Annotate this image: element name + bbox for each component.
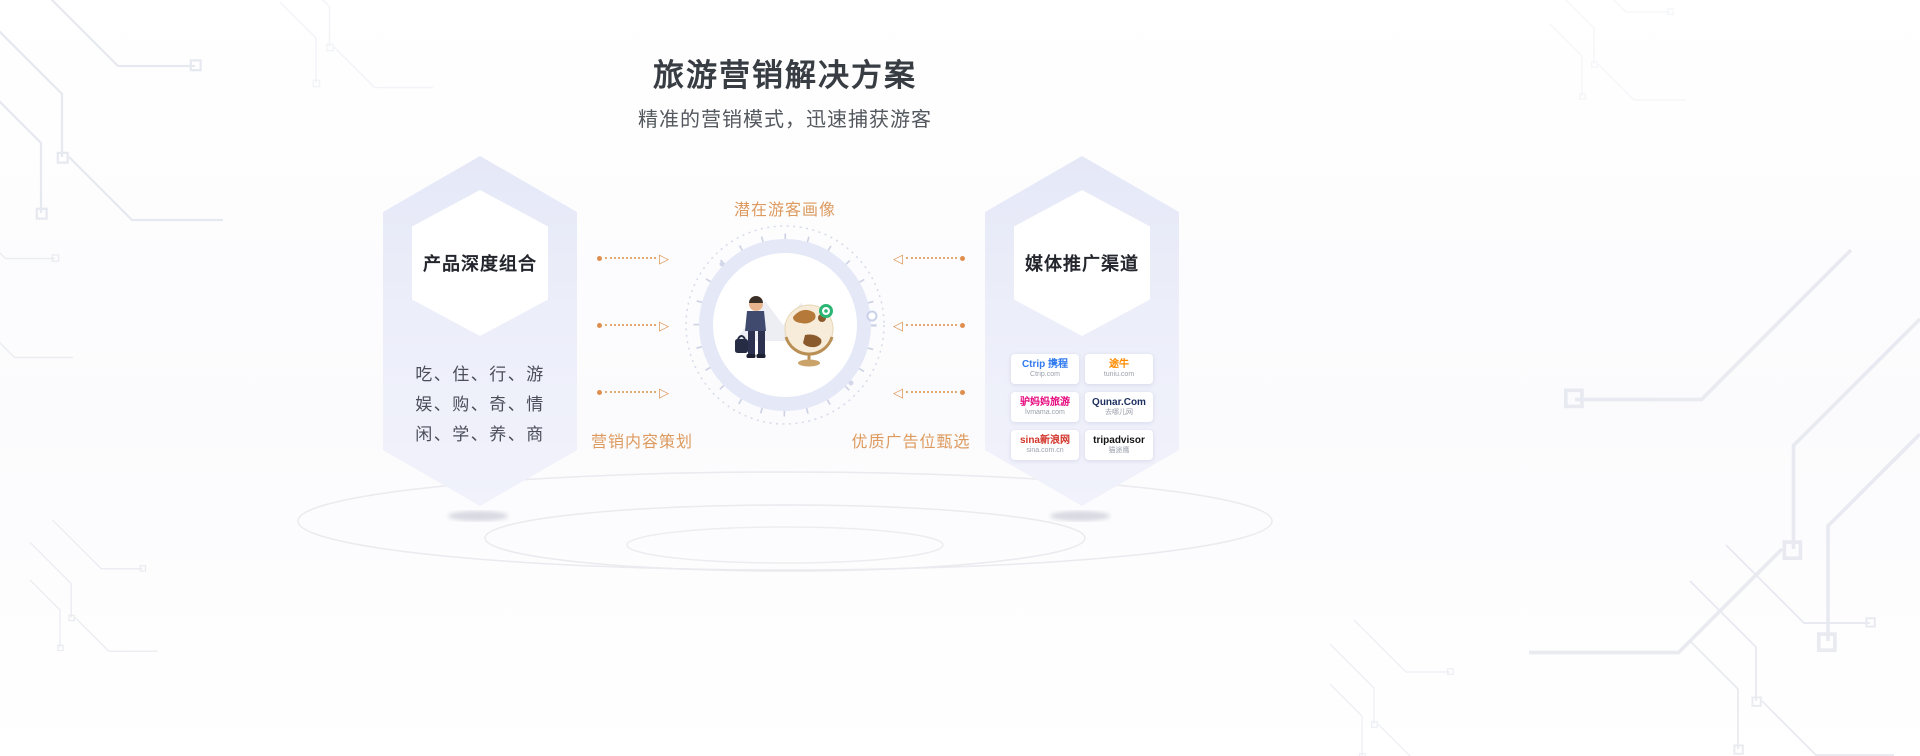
sina-logo-text: sina新浪网 (1019, 435, 1070, 447)
arrow-right-icon: ▷ (659, 384, 669, 400)
qunar-logo-subtext: 去哪儿网 (1105, 408, 1133, 416)
dial-dot (719, 261, 725, 267)
location-pin-icon (819, 304, 833, 318)
dotted-line (906, 391, 957, 393)
label-potential-tourist-profile: 潜在游客画像 (733, 202, 836, 219)
label-premium-ad-selection: 优质广告位甄选 (851, 434, 971, 451)
connector-dot (597, 255, 602, 261)
arrow-right-icon: ▷ (659, 317, 669, 333)
connector-left-1: ▷ (597, 251, 669, 265)
left-card-line-1: 吃、住、行、游 (415, 365, 545, 384)
connector-dot (960, 255, 965, 261)
connector-right-2: ◁ (893, 318, 965, 332)
tripadvisor-logo-subtext: 猫途鹰 (1108, 446, 1130, 454)
arrow-left-icon: ◁ (893, 384, 903, 400)
sina-logo: sina新浪网 sina.com.cn (1011, 430, 1079, 460)
left-card-shadow (448, 511, 508, 521)
dial-ticks (693, 233, 877, 417)
left-card-list: 吃、住、行、游 娱、购、奇、情 闲、学、养、商 (393, 360, 567, 450)
globe-icon (784, 304, 834, 367)
section-title: 旅游营销解决方案 (653, 58, 917, 93)
ctrip-logo-subtext: Ctrip.com (1030, 370, 1060, 378)
dotted-line (605, 324, 656, 326)
dotted-line (605, 391, 656, 393)
connector-dot (960, 389, 965, 395)
dial-node (866, 310, 878, 322)
dotted-line (906, 324, 957, 326)
qunar-logo: Qunar.Com 去哪儿网 (1085, 392, 1153, 422)
left-card-line-3: 闲、学、养、商 (415, 425, 545, 444)
connector-left-3: ▷ (597, 385, 669, 399)
ctrip-logo: Ctrip 携程 Ctrip.com (1011, 354, 1079, 384)
arrow-right-icon: ▷ (659, 250, 669, 266)
connector-dot (597, 389, 602, 395)
lvmama-logo: 驴妈妈旅游 lvmama.com (1011, 392, 1079, 422)
arrow-left-icon: ◁ (893, 250, 903, 266)
left-card-title: 产品深度组合 (423, 254, 537, 274)
arrow-left-icon: ◁ (893, 317, 903, 333)
tripadvisor-logo-text: tripadvisor (1093, 435, 1145, 447)
left-card-hexagon: 产品深度组合 (412, 190, 548, 336)
right-card-title: 媒体推广渠道 (1025, 254, 1139, 274)
label-marketing-content-planning: 营销内容策划 (590, 434, 693, 451)
dotted-line (906, 257, 957, 259)
dotted-line (605, 257, 656, 259)
center-illustration (685, 225, 885, 425)
lvmama-logo-subtext: lvmama.com (1025, 408, 1065, 416)
tuniu-logo-subtext: tuniu.com (1103, 370, 1135, 378)
lvmama-logo-text: 驴妈妈旅游 (1020, 397, 1070, 409)
left-card-line-2: 娱、购、奇、情 (415, 395, 545, 414)
dotted-outer-circle (685, 225, 885, 425)
right-card-hexagon: 媒体推广渠道 (1014, 190, 1150, 336)
media-logo-grid: Ctrip 携程 Ctrip.com 途牛 tuniu.com 驴妈妈旅游 lv… (1011, 354, 1153, 460)
dial-dot (848, 380, 854, 386)
tuniu-logo-text: 途牛 (1109, 359, 1129, 371)
right-card-shadow (1050, 511, 1110, 521)
section-subtitle: 精准的营销模式，迅速捕获游客 (638, 109, 932, 131)
connector-dot (960, 322, 965, 328)
tuniu-logo: 途牛 tuniu.com (1085, 354, 1153, 384)
connector-left-2: ▷ (597, 318, 669, 332)
sina-logo-subtext: sina.com.cn (1026, 446, 1064, 454)
person-figure (735, 296, 766, 358)
connector-dot (597, 322, 602, 328)
qunar-logo-text: Qunar.Com (1092, 397, 1146, 409)
connector-right-1: ◁ (893, 251, 965, 265)
tripadvisor-logo: tripadvisor 猫途鹰 (1085, 430, 1153, 460)
left-card-product-mix: 产品深度组合 (383, 156, 577, 506)
connector-right-3: ◁ (893, 385, 965, 399)
ctrip-logo-text: Ctrip 携程 (1021, 359, 1069, 371)
